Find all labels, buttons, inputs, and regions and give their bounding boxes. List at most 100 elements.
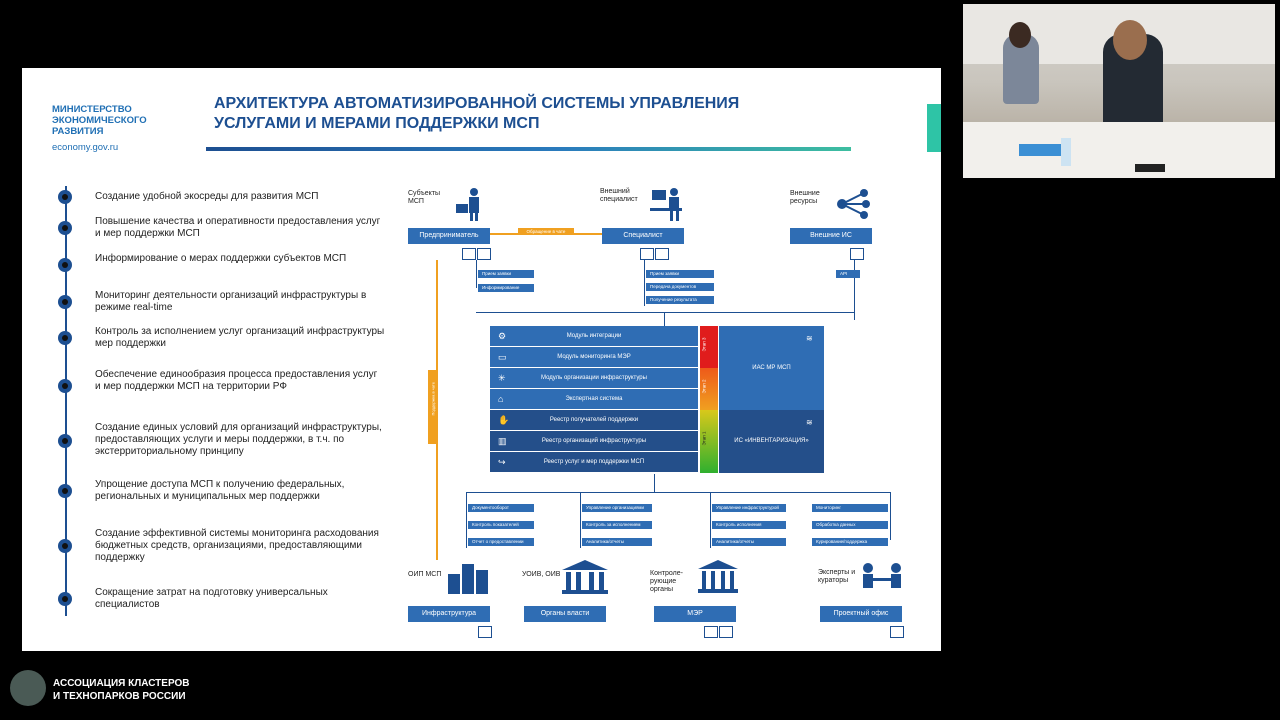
architecture-diagram: Субъекты МСП Предприниматель Внешний спе…: [402, 180, 932, 648]
computer-icon: [640, 248, 654, 260]
slide-title-line-1: АРХИТЕКТУРА АВТОМАТИЗИРОВАННОЙ СИСТЕМЫ У…: [214, 95, 740, 112]
connector-line: [854, 260, 855, 320]
association-emblem-icon: [10, 670, 46, 706]
graduation-icon: ⌂: [498, 394, 504, 404]
group-label-experts: Эксперты и кураторы: [818, 569, 856, 584]
video-table: [963, 122, 1275, 178]
module-row[interactable]: ▭Модуль мониторинга МЭР: [490, 347, 698, 368]
computer-icon: [478, 626, 492, 638]
project-office-button[interactable]: Проектный офис: [820, 606, 902, 622]
module-row[interactable]: ⌂Экспертная система: [490, 389, 698, 410]
timeline-dot: [58, 434, 72, 448]
action-pill: Информирование: [478, 284, 534, 292]
ias-box[interactable]: ИАС МР МСП: [719, 326, 824, 410]
actor-label-msp: Субъекты МСП: [408, 190, 441, 205]
group-label-authorities: УОИВ, ОИВ: [522, 571, 561, 578]
network-icon: [837, 189, 870, 219]
goal-text: Сокращение затрат на подготовку универса…: [95, 587, 328, 610]
timeline-dot: [58, 539, 72, 553]
connector-line: [890, 492, 891, 540]
module-row[interactable]: ✋Реестр получателей поддержки: [490, 410, 698, 431]
association-line-2: И ТЕХНОПАРКОВ РОССИИ: [53, 691, 186, 702]
hand-icon: ✋: [498, 415, 510, 425]
government-icon: [562, 560, 608, 594]
inventory-box[interactable]: ИС «ИНВЕНТАРИЗАЦИЯ»: [719, 410, 824, 473]
goal-text: Создание удобной экосреды для развития М…: [95, 191, 319, 202]
chat-support-box: [428, 370, 438, 444]
phone-on-table: [1135, 164, 1165, 172]
action-pill: Управление инфраструктурой: [712, 504, 786, 512]
group-label-controllers: Контроле-рующие органы: [650, 570, 683, 593]
phone-icon: [719, 626, 733, 638]
layers-icon: ≋: [806, 418, 813, 427]
connector-line: [466, 492, 467, 548]
chat-support-label: Поддержка в чате: [430, 382, 436, 416]
timeline-dot: [58, 295, 72, 309]
entrepreneur-button[interactable]: Предприниматель: [408, 228, 490, 244]
authorities-button[interactable]: Органы власти: [524, 606, 606, 622]
ministry-line-1: МИНИСТЕРСТВО: [52, 104, 132, 115]
infrastructure-button[interactable]: Инфраструктура: [408, 606, 490, 622]
specialist-icon: [650, 188, 682, 221]
actor-label-specialist: Внешний специалист: [600, 188, 638, 203]
module-row[interactable]: ▥ Реестр организаций инфраструктуры: [490, 431, 698, 452]
meeting-icon: [863, 563, 901, 588]
goal-text: Контроль за исполнением услуг организаци…: [95, 326, 385, 349]
goals-timeline-line: [65, 186, 67, 616]
module-row[interactable]: ⚙Модуль интеграции: [490, 326, 698, 347]
title-underline: [206, 147, 851, 151]
action-pill: Контроль за исполнением: [582, 521, 652, 529]
stage-label-2: Этап 2: [701, 379, 707, 394]
stage-bar-1: [700, 410, 718, 473]
module-label: Модуль организации инфраструктуры: [541, 375, 647, 381]
accent-bar-right: [927, 104, 941, 152]
slide-title-line-2: УСЛУГАМИ И МЕРАМИ ПОДДЕРЖКИ МСП: [214, 115, 540, 132]
goal-text: Повышение качества и оперативности предо…: [95, 216, 381, 239]
monitor-icon: ▭: [498, 352, 507, 362]
action-pill: Передача документов: [646, 283, 714, 291]
goal-text: Создание единых условий для организаций …: [95, 422, 382, 457]
slide-title: АРХИТЕКТУРА АВТОМАТИЗИРОВАННОЙ СИСТЕМЫ У…: [214, 94, 854, 134]
action-pill: Документооборот: [468, 504, 534, 512]
water-bottle: [1061, 138, 1071, 166]
presentation-slide: МИНИСТЕРСТВО ЭКОНОМИЧЕСКОГО РАЗВИТИЯ eco…: [22, 68, 941, 651]
ministry-line-2: ЭКОНОМИЧЕСКОГО: [52, 115, 147, 126]
computer-icon: [890, 626, 904, 638]
phone-icon: [655, 248, 669, 260]
stage-bar-3: [700, 326, 718, 368]
timeline-dot: [58, 190, 72, 204]
action-pill: Управление организациями: [582, 504, 652, 512]
chat-connector-label: Обращение в чате: [518, 228, 574, 235]
external-is-button[interactable]: Внешние ИС: [790, 228, 872, 244]
connector-line: [654, 474, 655, 492]
module-label: Модуль интеграции: [566, 333, 622, 339]
action-pill: Обработка данных: [812, 521, 888, 529]
specialist-button[interactable]: Специалист: [602, 228, 684, 244]
module-row[interactable]: ↪ Реестр услуг и мер поддержки МСП: [490, 452, 698, 473]
stage-label-1: Этап 1: [701, 431, 707, 446]
stage-label-3: Этап 3: [701, 337, 707, 352]
timeline-dot: [58, 379, 72, 393]
person-left-head: [1009, 22, 1031, 48]
webcam-video: [963, 4, 1275, 178]
action-pill: Получение результата: [646, 296, 714, 304]
connector-line: [476, 260, 477, 288]
action-pill: Курирование/поддержка: [812, 538, 888, 546]
association-logo: АССОЦИАЦИЯ КЛАСТЕРОВ И ТЕХНОПАРКОВ РОССИ…: [10, 670, 210, 710]
module-row[interactable]: ✳Модуль организации инфраструктуры: [490, 368, 698, 389]
timeline-dot: [58, 592, 72, 606]
stage-bar-2: [700, 368, 718, 410]
action-pill: Отчет о предоставлении: [468, 538, 534, 546]
building-icon: ▥: [498, 436, 507, 446]
mer-button[interactable]: МЭР: [654, 606, 736, 622]
connector-line: [664, 312, 665, 326]
connector-line: [644, 260, 645, 306]
businessman-icon: [456, 188, 479, 221]
module-label: Реестр услуг и мер поддержки МСП: [543, 459, 645, 465]
modules-block: ⚙Модуль интеграции ▭Модуль мониторинга М…: [490, 326, 824, 474]
person-right-head: [1113, 20, 1147, 60]
service-icon: ↪: [498, 457, 506, 467]
actor-label-external: Внешние ресурсы: [790, 190, 820, 205]
module-label: Реестр организаций инфраструктуры: [541, 438, 647, 444]
city-icon: [448, 564, 488, 594]
